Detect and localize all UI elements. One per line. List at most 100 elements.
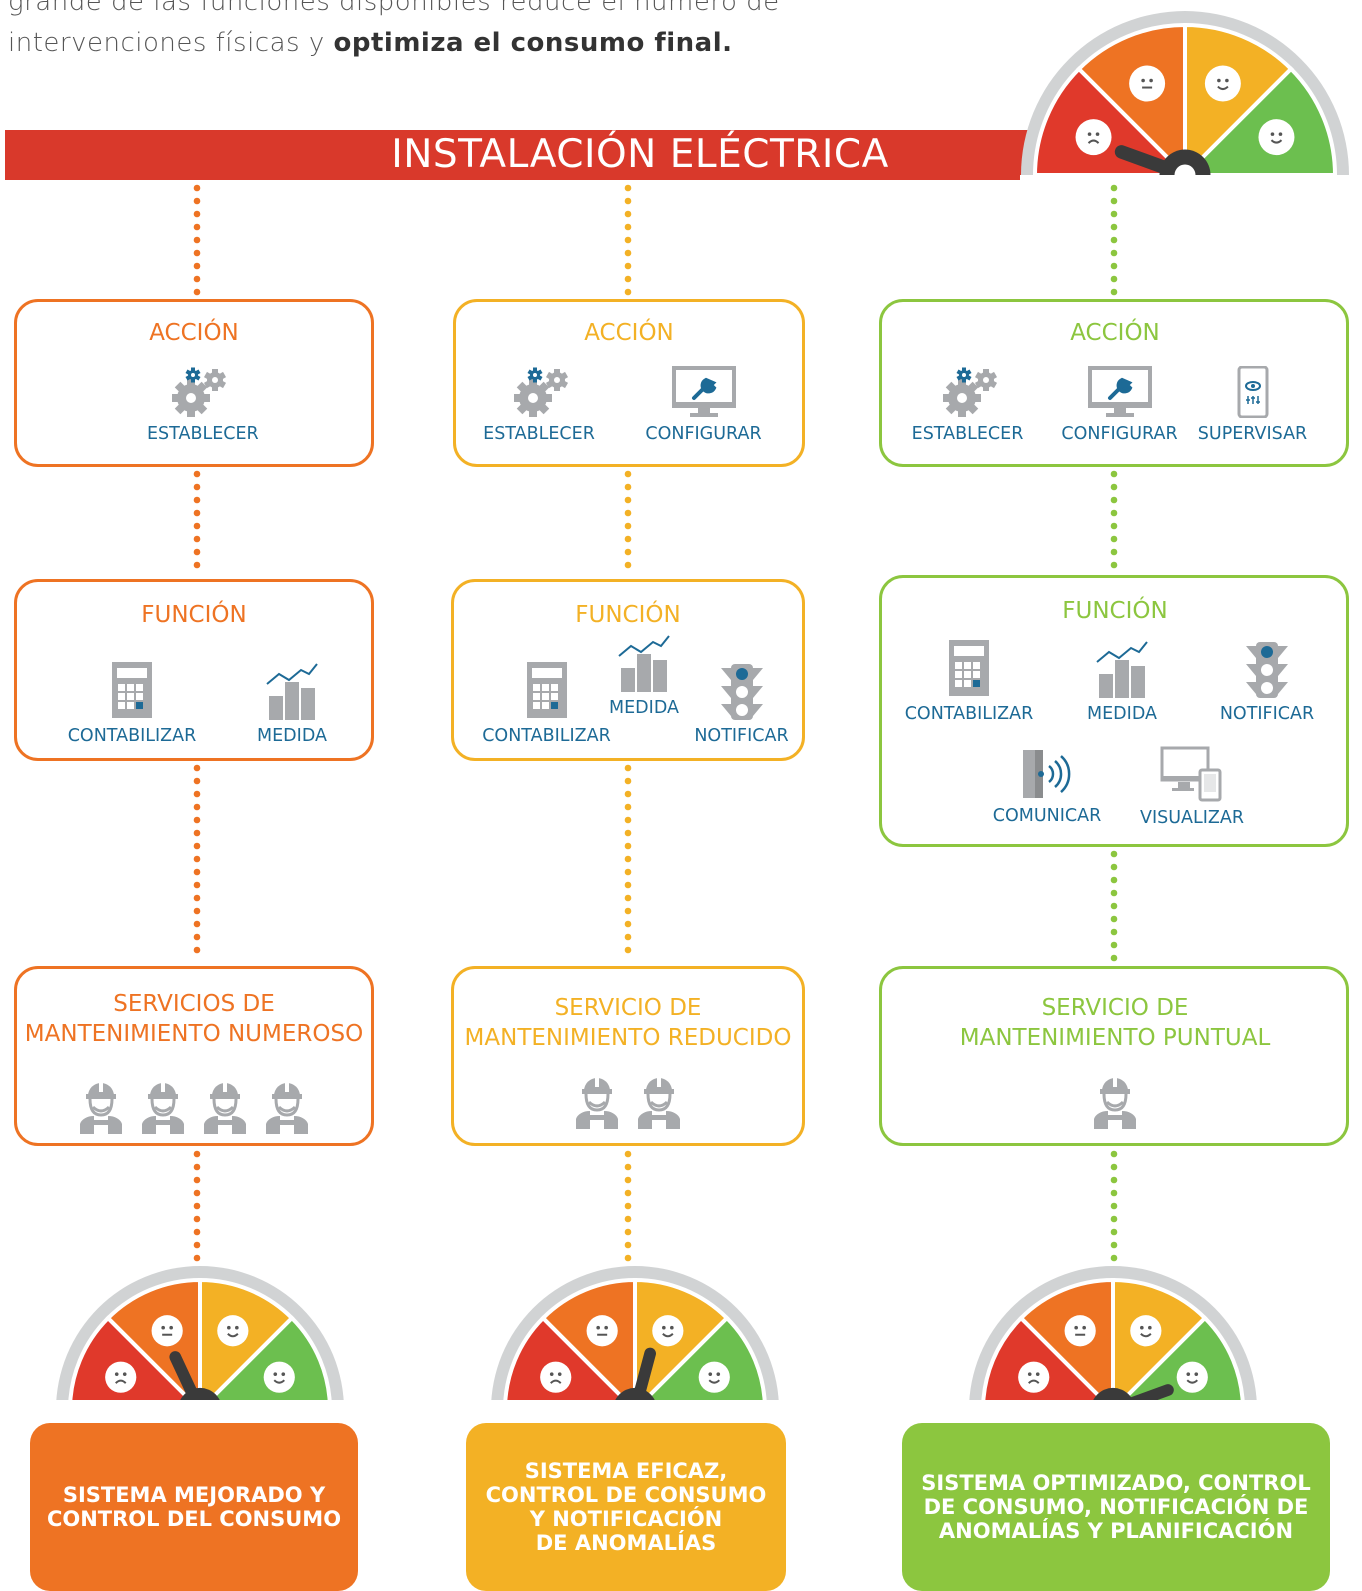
worker-icon	[142, 1082, 184, 1134]
connector-dot	[193, 777, 201, 785]
accion-box-green: ACCIÓN ESTABLECER CONFIGURAR SUPERVISAR	[879, 299, 1349, 467]
servicio-title: SERVICIOS DE MANTENIMIENTO NUMEROSO	[17, 989, 371, 1049]
connector-dot	[193, 275, 201, 283]
servicio-title-line-1: SERVICIOS DE	[113, 991, 275, 1017]
connector-dot	[624, 236, 632, 244]
connector-dot	[624, 548, 632, 556]
connector-dot	[193, 829, 201, 837]
connector-dot	[624, 946, 632, 954]
item-label: MEDIDA	[257, 726, 327, 746]
servicio-title-line-2: MANTENIMIENTO PUNTUAL	[959, 1025, 1271, 1051]
connector-dot	[1110, 954, 1118, 962]
item-establecer: ESTABLECER	[900, 366, 1035, 444]
connector-dot	[1110, 509, 1118, 517]
worker-icon	[80, 1082, 122, 1134]
result-text: SISTEMA EFICAZ, CONTROL DE CONSUMO Y NOT…	[485, 1459, 767, 1555]
gauge-green-icon	[969, 1266, 1257, 1400]
item-label: VISUALIZAR	[1139, 808, 1245, 828]
connector-dot	[624, 1254, 632, 1262]
connector-dot	[193, 1150, 201, 1158]
accion-box-orange: ACCIÓN ESTABLECER	[14, 299, 374, 467]
intro-text: grande de las funciones disponibles redu…	[8, 0, 908, 64]
connector-dot	[624, 1189, 632, 1197]
servicio-title: SERVICIO DE MANTENIMIENTO REDUCIDO	[454, 993, 802, 1053]
connector-dot	[624, 881, 632, 889]
item-label: MEDIDA	[609, 698, 679, 718]
gauge-body	[56, 1266, 344, 1400]
connector-dot	[1110, 496, 1118, 504]
connector-dot	[624, 249, 632, 257]
connector-dot	[193, 764, 201, 772]
connector-dot	[1110, 1254, 1118, 1262]
connector-dot	[624, 1241, 632, 1249]
connector-dot	[1110, 850, 1118, 858]
result-yellow: SISTEMA EFICAZ, CONTROL DE CONSUMO Y NOT…	[466, 1423, 786, 1591]
connector-dot	[193, 1241, 201, 1249]
servicio-box-green: SERVICIO DE MANTENIMIENTO PUNTUAL	[879, 966, 1349, 1146]
connector-dot	[193, 483, 201, 491]
connector-dot	[624, 522, 632, 530]
connector-dot	[624, 764, 632, 772]
connector-dot	[193, 1163, 201, 1171]
connector-dot	[193, 920, 201, 928]
connector-dot	[193, 1254, 201, 1262]
funcion-box-orange: FUNCIÓN CONTABILIZAR MEDIDA	[14, 579, 374, 761]
connector-dot	[193, 894, 201, 902]
connector-dot	[624, 855, 632, 863]
connector-dot	[624, 210, 632, 218]
item-contabilizar: CONTABILIZAR	[474, 660, 619, 746]
workers-group	[17, 1074, 371, 1138]
accion-title: ACCIÓN	[584, 320, 674, 346]
connector-dot	[193, 907, 201, 915]
item-contabilizar: CONTABILIZAR	[894, 638, 1044, 724]
connector-dot	[193, 223, 201, 231]
servicio-box-yellow: SERVICIO DE MANTENIMIENTO REDUCIDO	[451, 966, 805, 1146]
servicio-box-orange: SERVICIOS DE MANTENIMIENTO NUMEROSO	[14, 966, 374, 1146]
item-establecer: ESTABLECER	[474, 366, 604, 444]
item-label: COMUNICAR	[992, 806, 1102, 826]
signal-icon	[1023, 750, 1071, 798]
worker-icon	[1094, 1077, 1136, 1129]
connector-dot	[1110, 941, 1118, 949]
calculator-icon	[112, 662, 152, 718]
connector-dot	[624, 1150, 632, 1158]
connector-dot	[624, 288, 632, 296]
connector-dot	[1110, 275, 1118, 283]
connector-dot	[193, 1215, 201, 1223]
funcion-title: FUNCIÓN	[575, 602, 681, 628]
devices-icon	[1160, 746, 1222, 802]
servicio-title-line-2: MANTENIMIENTO NUMEROSO	[24, 1021, 364, 1047]
connector-dot	[624, 509, 632, 517]
item-supervisar: SUPERVISAR	[1190, 366, 1315, 444]
banner-bar	[5, 130, 1035, 180]
connector-dot	[193, 249, 201, 257]
connector-dot	[193, 1228, 201, 1236]
connector-dot	[1110, 249, 1118, 257]
connector-dot	[193, 946, 201, 954]
item-establecer: ESTABLECER	[147, 366, 259, 444]
connector-dot	[193, 522, 201, 530]
tablet-eye-icon	[1237, 366, 1268, 418]
connector-dot	[193, 470, 201, 478]
connector-dot	[1110, 1163, 1118, 1171]
connector-dot	[1110, 1176, 1118, 1184]
item-medida: MEDIDA	[242, 660, 342, 746]
item-notificar: NOTIFICAR	[1212, 642, 1322, 724]
connector-dot	[624, 842, 632, 850]
item-label: CONFIGURAR	[645, 424, 762, 444]
connector-dot	[624, 868, 632, 876]
item-label: SUPERVISAR	[1197, 424, 1308, 444]
connector-dot	[1110, 561, 1118, 569]
connector-dot	[624, 262, 632, 270]
connector-dot	[624, 496, 632, 504]
item-comunicar: COMUNICAR	[982, 748, 1112, 826]
connector-dot	[193, 842, 201, 850]
item-notificar: NOTIFICAR	[689, 664, 794, 746]
gauge-orange-icon	[56, 1266, 344, 1400]
connector-dot	[1110, 470, 1118, 478]
connector-dot	[193, 210, 201, 218]
connector-dot	[624, 483, 632, 491]
item-label: ESTABLECER	[911, 424, 1024, 444]
item-label: CONTABILIZAR	[904, 704, 1034, 724]
